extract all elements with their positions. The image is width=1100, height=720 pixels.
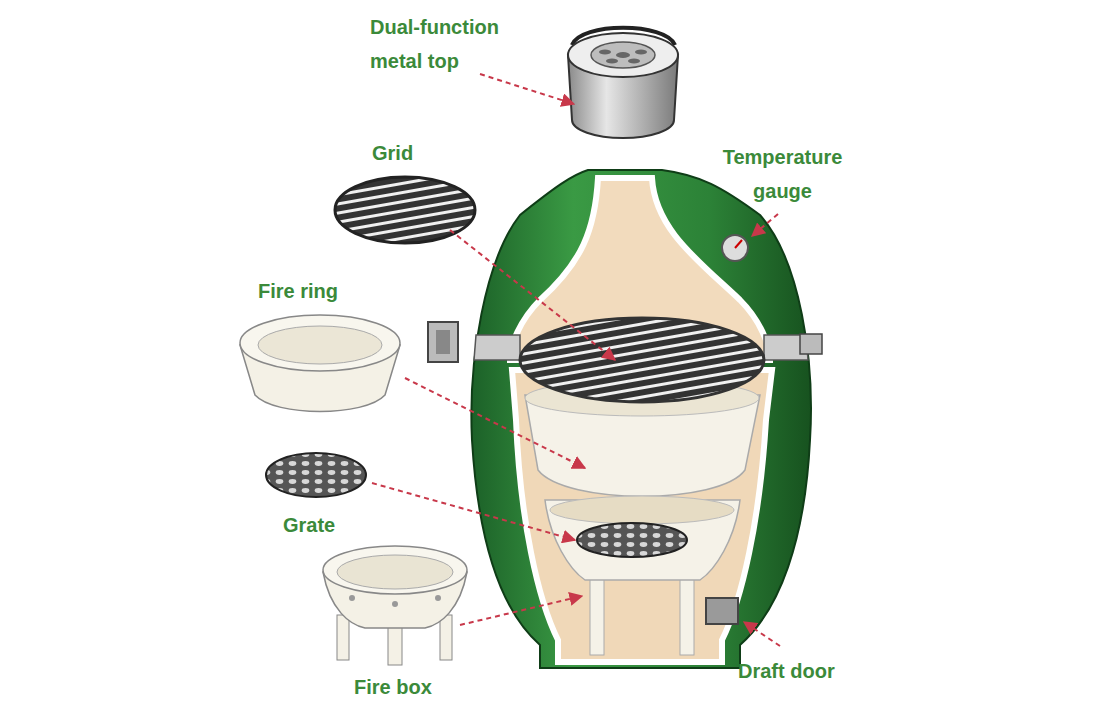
- fire-ring-drawing: [240, 315, 400, 412]
- gauge-dial: [722, 235, 748, 261]
- hinge-pin: [436, 330, 450, 354]
- leader-lines: [372, 74, 780, 646]
- ring-rim: [240, 315, 400, 371]
- part-label: Temperature gauge: [695, 140, 870, 208]
- egg-shell: [471, 170, 811, 668]
- leader-line: [480, 74, 574, 104]
- box-hole: [349, 595, 355, 601]
- leader-line: [460, 596, 582, 625]
- grid-drawing: [335, 177, 475, 243]
- band: [474, 335, 520, 360]
- part-label: Grid: [372, 136, 413, 170]
- vent-hole: [606, 59, 618, 64]
- vent-hole: [635, 50, 647, 55]
- draft-door-plate: [706, 598, 738, 624]
- latch: [800, 334, 822, 354]
- inner-box-rim: [550, 496, 734, 524]
- inner-box-leg: [680, 575, 694, 655]
- leader-line: [405, 378, 585, 468]
- top-rim: [568, 33, 678, 77]
- leader-line: [744, 622, 780, 646]
- inner-grate: [577, 523, 687, 557]
- part-label: Grate: [283, 508, 335, 542]
- vent-hole: [599, 50, 611, 55]
- grate-drawing: [266, 453, 366, 497]
- box-leg: [440, 615, 452, 660]
- leader-line: [372, 483, 575, 540]
- box-inside: [337, 555, 453, 589]
- part-label: Draft door: [738, 654, 835, 688]
- leader-line: [450, 230, 615, 360]
- box-hole: [392, 601, 398, 607]
- box-leg: [337, 615, 349, 660]
- vent-hole: [616, 52, 630, 58]
- gauge-needle: [735, 240, 742, 248]
- box-rim: [323, 546, 467, 594]
- inner-grid: [520, 318, 764, 402]
- ring-inside: [258, 326, 382, 364]
- top-vent: [591, 42, 655, 68]
- metal-top-drawing: [568, 28, 678, 138]
- base-interior: [512, 370, 772, 662]
- part-label: Fire ring: [258, 274, 338, 308]
- vent-hole: [628, 59, 640, 64]
- hinge: [428, 322, 458, 362]
- box-hole: [435, 595, 441, 601]
- part-label: Dual-function metal top: [370, 10, 540, 78]
- inner-box-leg: [590, 575, 604, 655]
- leader-line: [752, 214, 778, 236]
- fire-box-drawing: [323, 546, 467, 665]
- part-label: Fire box: [354, 670, 432, 704]
